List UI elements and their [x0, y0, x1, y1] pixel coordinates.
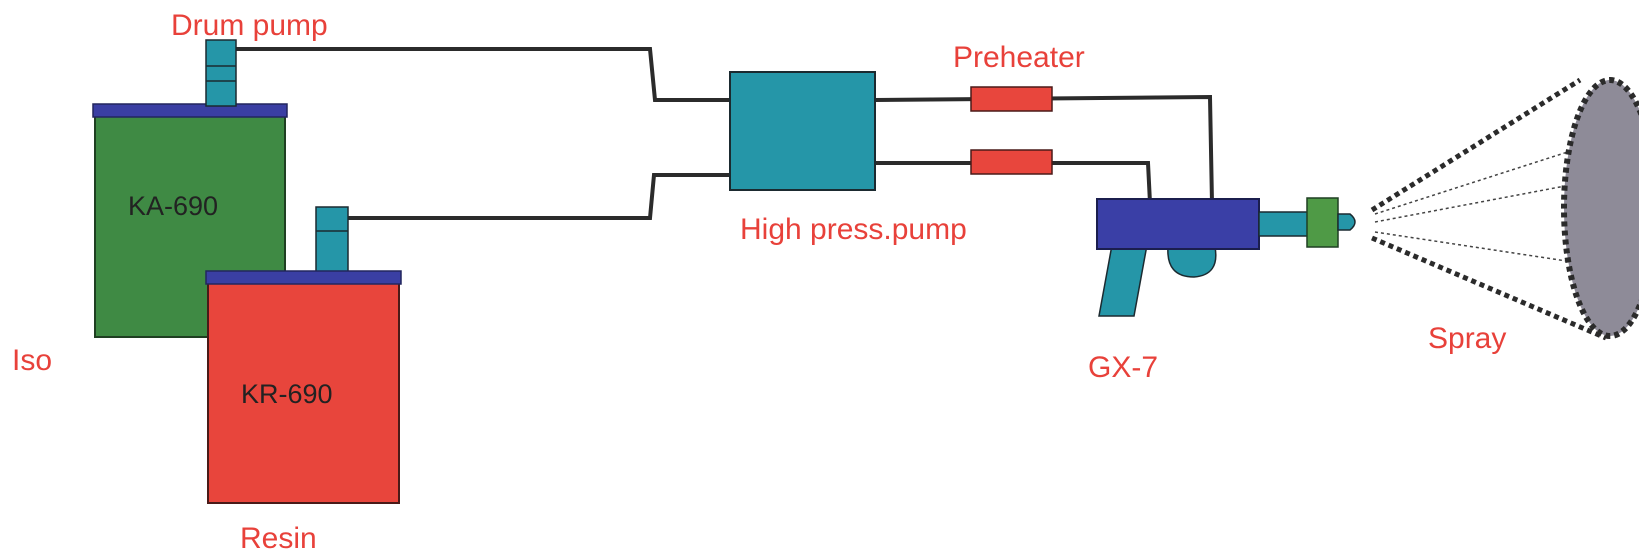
- high-press-pump-label: High press.pump: [740, 213, 967, 246]
- spray-label: Spray: [1428, 322, 1506, 355]
- iso-hose-to-pump: [228, 47, 730, 102]
- preheater-resin: [970, 149, 1053, 175]
- drum-pump: [205, 39, 237, 107]
- drum-pump-label: Drum pump: [171, 9, 328, 42]
- spray-gun: [1096, 197, 1356, 317]
- resin-hose-to-pump: [347, 173, 730, 220]
- resin-tank-label: KR-690: [241, 379, 333, 409]
- iso-tank: KA-690: [92, 103, 288, 338]
- high-press-pump: [729, 71, 876, 191]
- gun-tip: [1337, 213, 1356, 231]
- preheater-label: Preheater: [953, 41, 1085, 74]
- spray-cone: [1370, 77, 1639, 341]
- preheater-iso: [970, 86, 1053, 112]
- gun-body: [1096, 198, 1260, 250]
- gun-label: GX-7: [1088, 351, 1158, 384]
- resin-drum-pump: [315, 206, 349, 274]
- resin-label: Resin: [240, 522, 317, 555]
- iso-label: Iso: [12, 344, 52, 377]
- hoses: [228, 47, 1214, 220]
- gun-barrel: [1258, 211, 1309, 237]
- gun-nozzle: [1306, 197, 1339, 248]
- resin-tank: KR-690: [205, 270, 402, 504]
- gun-handle: [1098, 244, 1148, 317]
- iso-tank-label: KA-690: [128, 191, 218, 221]
- spray-pattern: [1561, 77, 1639, 339]
- iso-tank-lid: [92, 103, 288, 118]
- resin-hose-to-gun: [875, 161, 1152, 204]
- gun-trigger: [1167, 246, 1217, 278]
- resin-tank-lid: [205, 270, 402, 285]
